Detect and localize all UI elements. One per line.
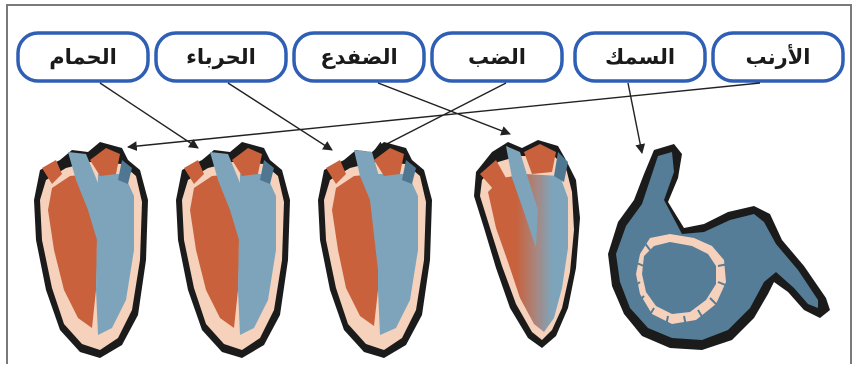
three-chamber-heart-icon <box>474 140 580 348</box>
label-box-pigeon: الحمام <box>18 33 148 81</box>
arrow-lizard <box>375 83 506 150</box>
label-lizard: الضب <box>468 45 526 69</box>
label-box-lizard: الضب <box>432 33 562 81</box>
label-chameleon: الحرباء <box>186 45 256 69</box>
label-box-fish: السمك <box>575 33 705 81</box>
label-rabbit: الأرنب <box>745 43 810 69</box>
arrow-chameleon <box>228 83 332 150</box>
two-chamber-heart-icon <box>608 144 830 350</box>
arrow-pigeon <box>100 83 198 148</box>
four-chamber-heart-icon <box>34 142 148 358</box>
label-fish: السمك <box>605 45 675 69</box>
arrow-fish <box>628 83 642 153</box>
four-chamber-heart-icon <box>176 142 290 358</box>
label-pigeon: الحمام <box>49 45 117 69</box>
arrow-rabbit <box>128 83 760 147</box>
label-frog: الضفدع <box>320 45 397 69</box>
four-chamber-heart-icon <box>318 142 432 358</box>
label-box-chameleon: الحرباء <box>156 33 286 81</box>
connector-arrows <box>100 83 760 153</box>
label-box-rabbit: الأرنب <box>713 33 843 81</box>
label-box-frog: الضفدع <box>294 33 424 81</box>
